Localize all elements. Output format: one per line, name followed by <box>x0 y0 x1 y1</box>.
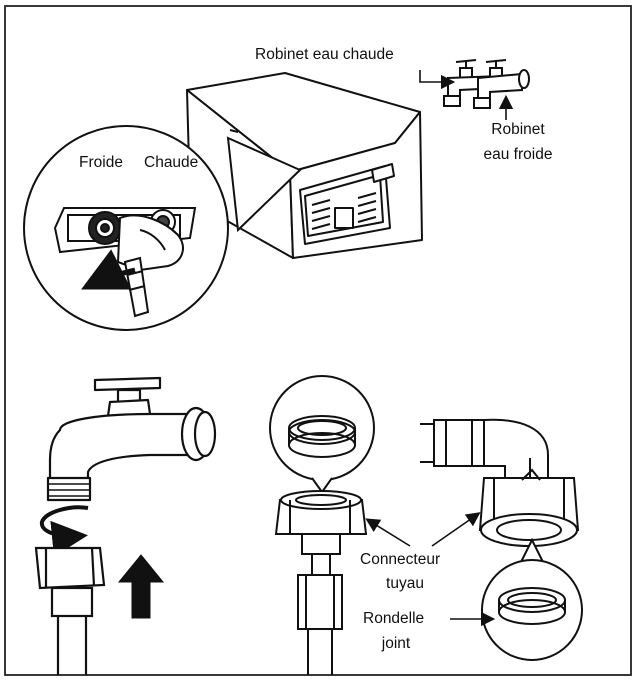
washer-ring-bottom-icon <box>481 537 583 661</box>
faucet-pair-icon <box>443 59 530 109</box>
washer-label-line2: joint <box>381 635 411 652</box>
diagram-frame <box>4 5 632 676</box>
cold-tap-label-line2: eau froide <box>483 146 553 163</box>
connector-leader-right <box>431 512 481 547</box>
hose-connector-middle-icon <box>274 490 368 675</box>
arrow-up-icon <box>117 554 165 619</box>
cold-inlet-label: Froide <box>79 154 123 171</box>
washer-ring-top-icon <box>269 375 375 494</box>
connector-label-line2: tuyau <box>386 575 424 592</box>
hot-inlet-label: Chaude <box>144 154 199 171</box>
washing-machine-icon <box>186 72 423 259</box>
inlet-closeup-icon <box>23 125 302 331</box>
hose-connector-elbow-icon <box>420 418 580 547</box>
cold-tap-label-line1: Robinet <box>491 121 545 138</box>
hot-tap-leader <box>419 70 456 90</box>
faucet-icon <box>46 376 217 502</box>
hot-tap-label: Robinet eau chaude <box>255 46 394 63</box>
washer-label-line1: Rondelle <box>363 610 425 627</box>
hose-connector-left-icon <box>34 546 106 675</box>
screw-on-arrow <box>39 505 89 557</box>
connector-label-line1: Connecteur <box>360 551 441 568</box>
connector-leader-left <box>365 518 411 547</box>
